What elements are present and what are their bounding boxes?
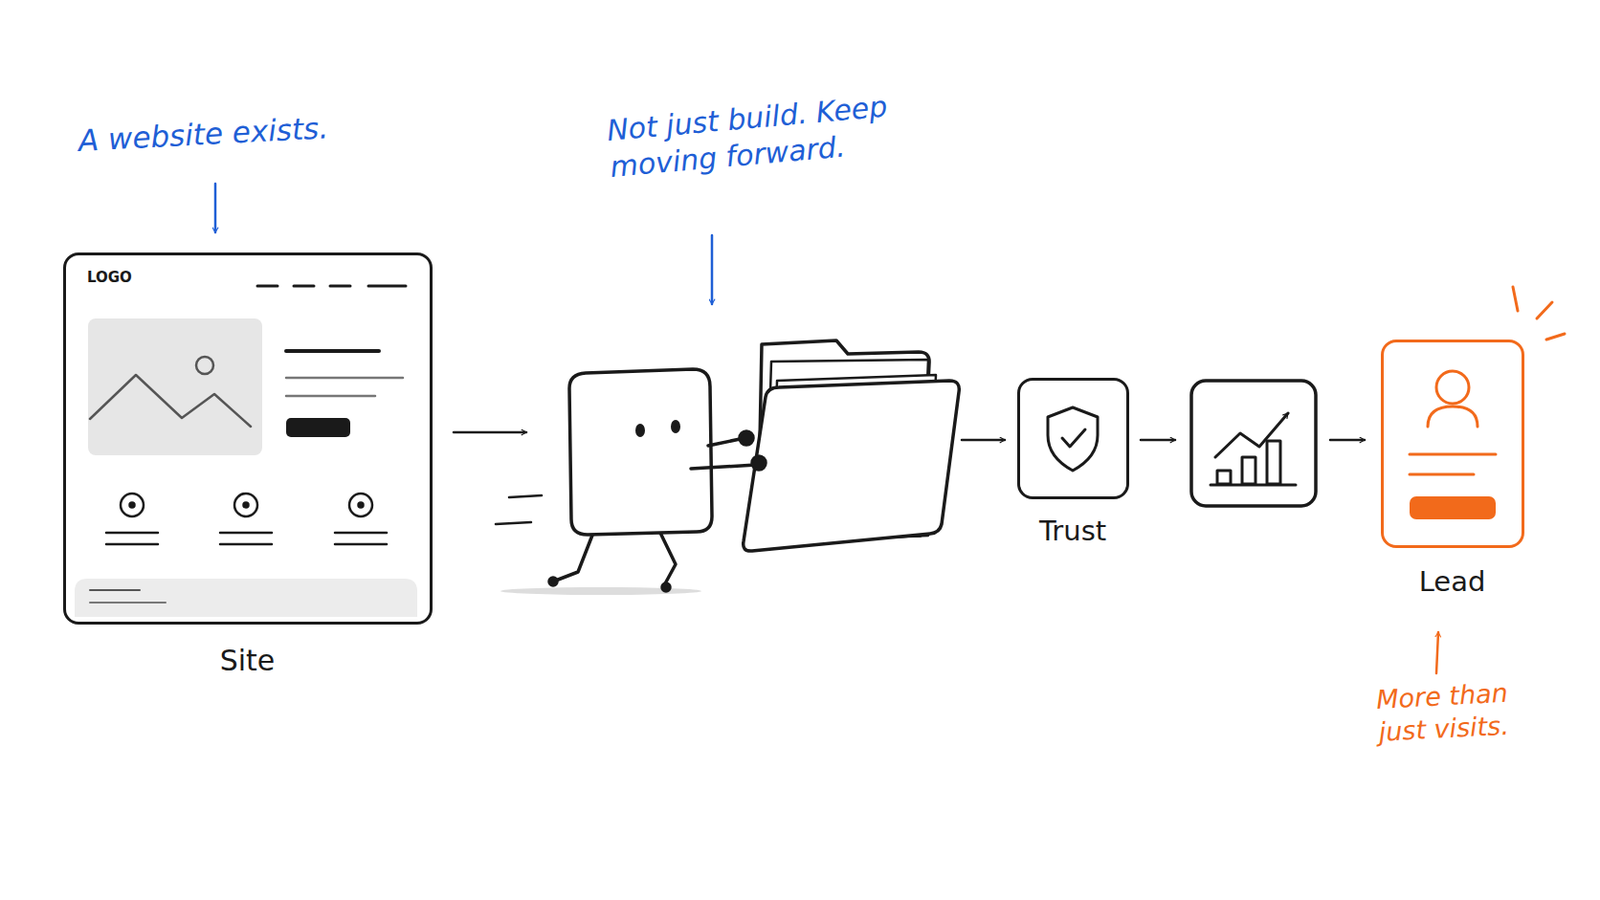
wireframe	[368, 285, 406, 289]
chart-icon	[1210, 484, 1296, 488]
wireframe	[358, 503, 364, 509]
lead-icon	[1512, 287, 1518, 312]
wireframe	[88, 318, 263, 456]
wireframe	[286, 349, 379, 354]
character	[553, 533, 594, 582]
wireframe	[286, 377, 403, 380]
folder	[743, 340, 960, 552]
character-arms	[739, 431, 754, 445]
note-pointer	[215, 183, 1439, 674]
character	[662, 583, 670, 592]
chart-icon	[1217, 470, 1231, 485]
character	[509, 495, 542, 498]
chart-icon	[1266, 441, 1281, 485]
chart-icon	[1191, 380, 1316, 507]
lead-icon	[1536, 302, 1553, 319]
chart-icon	[1191, 380, 1316, 507]
wireframe	[330, 285, 351, 289]
wireframe	[89, 375, 251, 427]
lead-card: Lead	[1380, 339, 1525, 549]
site-box: LOGOSite	[63, 252, 433, 625]
wireframe	[89, 589, 140, 592]
lead-icon	[1409, 496, 1496, 520]
character-arms	[690, 465, 756, 469]
character	[495, 369, 712, 596]
character	[495, 522, 532, 525]
wireframe	[293, 285, 314, 289]
flow-arrow	[961, 439, 1005, 443]
node-caption: Lead	[1419, 565, 1487, 599]
character	[660, 533, 676, 588]
wireframe	[220, 543, 272, 547]
wireframe	[196, 356, 214, 375]
flow-arrow	[453, 431, 527, 435]
chart-icon	[1215, 413, 1289, 458]
wireframe	[106, 493, 387, 545]
wireframe	[74, 286, 418, 618]
wireframe	[220, 532, 272, 535]
flow-arrow	[1140, 439, 1176, 443]
wireframe	[106, 532, 158, 535]
shield-icon	[1047, 407, 1098, 471]
logo-text: LOGO	[87, 268, 133, 287]
chart-icon	[1242, 457, 1256, 485]
lead-icon	[1427, 406, 1478, 427]
wireframe	[334, 543, 387, 547]
note-pointer	[1436, 632, 1439, 674]
shield-icon	[1062, 429, 1086, 447]
lead-icon	[1409, 287, 1565, 520]
character-arms	[690, 431, 766, 470]
lead-icon	[1409, 453, 1496, 457]
wireframe	[334, 532, 387, 535]
wireframe	[130, 503, 135, 509]
note-pointer	[711, 235, 714, 305]
note-text: Not just build. Keep moving forward.	[605, 85, 936, 185]
wireframe	[286, 395, 376, 399]
shield-icon	[1047, 407, 1098, 471]
lead-icon	[1546, 333, 1565, 340]
note-text: A website exists.	[77, 105, 405, 159]
lead-icon	[1436, 371, 1469, 404]
node-caption: Trust	[1039, 514, 1107, 548]
wireframe	[106, 543, 158, 547]
wireframe	[286, 418, 351, 438]
character	[635, 423, 645, 438]
flow-arrow	[1330, 439, 1365, 443]
wireframe	[257, 285, 406, 289]
wireframe	[89, 601, 166, 604]
wireframe	[257, 285, 278, 289]
wireframe	[244, 503, 249, 509]
trust-box: Trust	[1017, 377, 1130, 500]
node-caption: Site	[220, 644, 276, 678]
wireframe	[234, 493, 258, 517]
lead-icon	[1409, 473, 1474, 477]
wireframe	[120, 493, 144, 517]
wireframe	[349, 493, 373, 517]
note-pointer	[214, 183, 218, 233]
folder	[743, 380, 960, 552]
wireframe	[74, 578, 418, 618]
character	[670, 420, 681, 434]
character	[569, 369, 712, 535]
character	[549, 577, 557, 586]
character-arms	[752, 456, 766, 470]
note-text: More than just visits.	[1355, 676, 1531, 751]
